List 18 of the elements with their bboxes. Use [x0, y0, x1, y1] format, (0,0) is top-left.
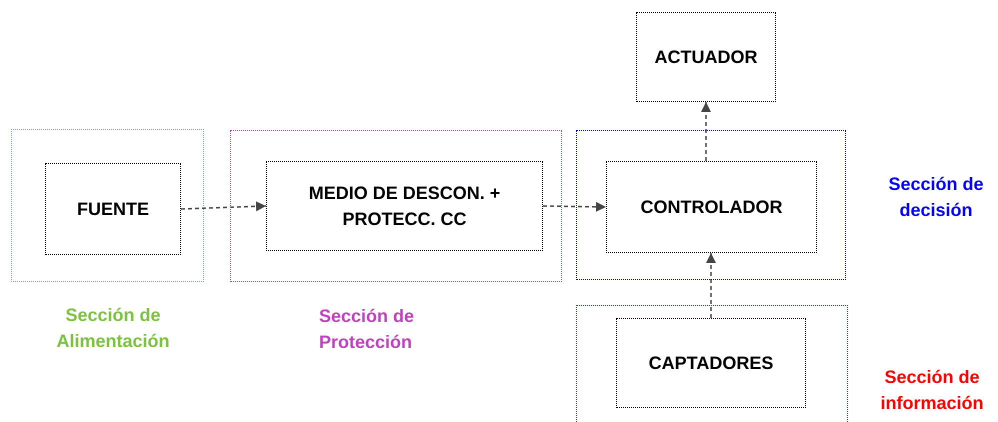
- block-label: ACTUADOR: [654, 46, 758, 69]
- section-heading: Sección de información: [879, 366, 984, 416]
- block-label: CONTROLADOR: [640, 196, 784, 219]
- arrow: [542, 202, 606, 212]
- block-box: [616, 318, 806, 408]
- section-heading: Sección de Protección: [319, 305, 416, 354]
- block-label: CAPTADORES: [648, 352, 774, 375]
- arrow: [706, 253, 716, 318]
- block-box: [606, 161, 817, 253]
- section-heading: Sección de decisión: [887, 173, 985, 222]
- block-label: FUENTE: [76, 198, 150, 221]
- block-box: [266, 161, 543, 251]
- block-box: [636, 12, 776, 102]
- block-label: MEDIO DE DESCON. + PROTECC. CC: [308, 182, 502, 231]
- arrow: [180, 201, 266, 212]
- arrow: [701, 102, 711, 161]
- section-heading: Sección de Alimentación: [55, 304, 171, 354]
- block-box: [45, 163, 181, 255]
